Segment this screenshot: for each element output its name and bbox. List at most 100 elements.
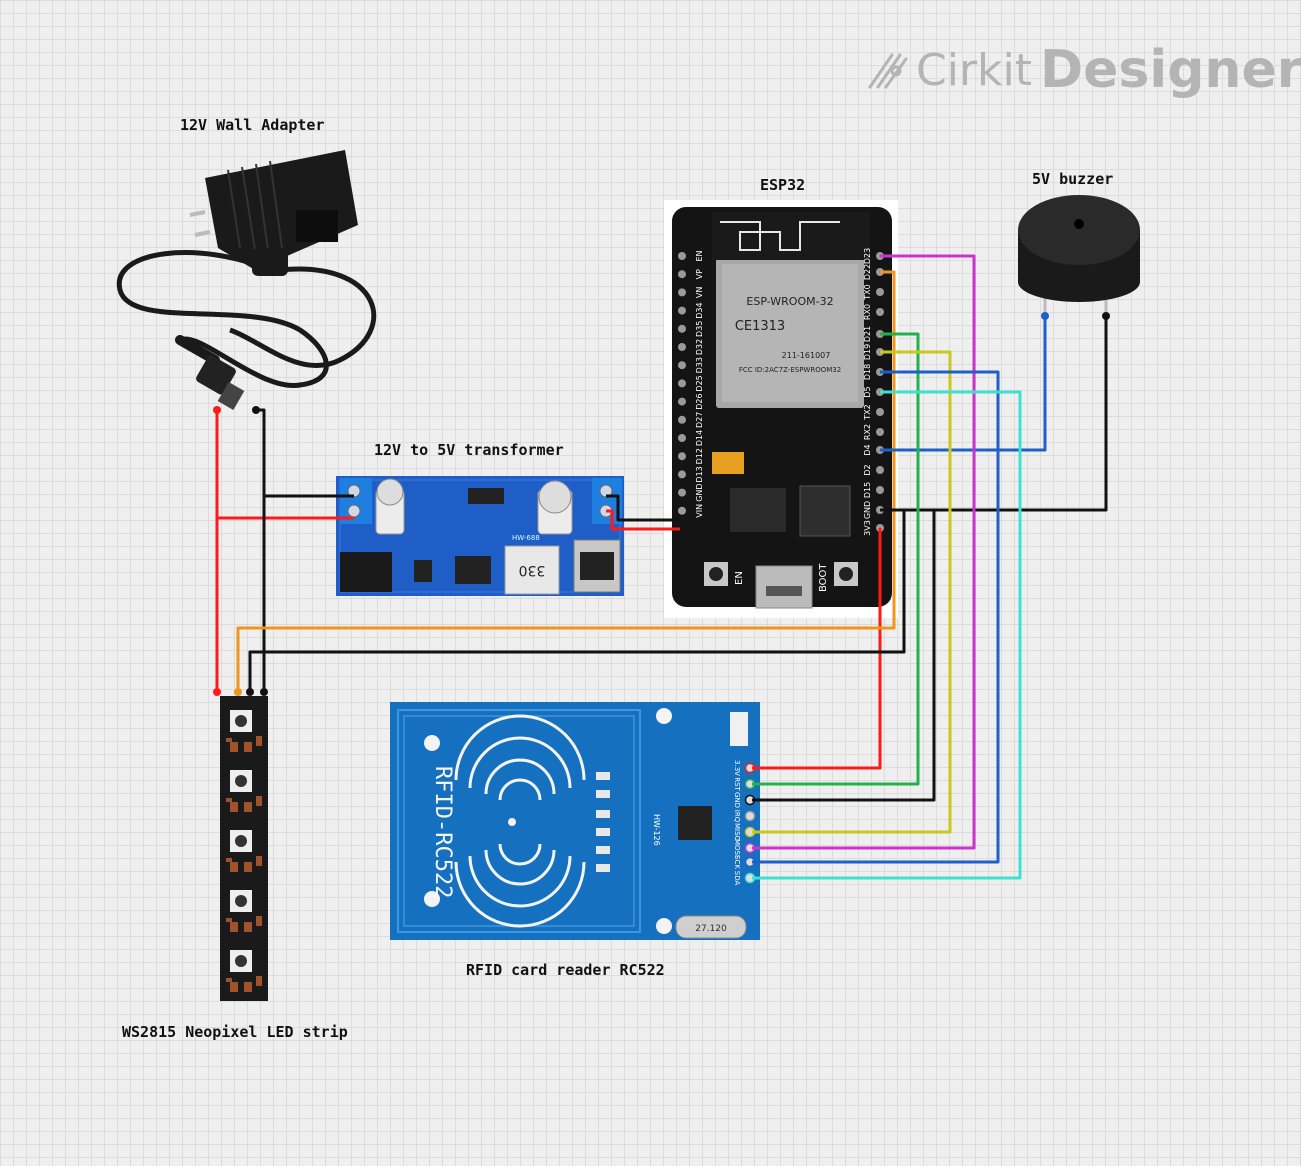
- converter-label: 12V to 5V transformer: [374, 441, 564, 459]
- esp32-pin-label: GND: [863, 501, 872, 519]
- wall-adapter[interactable]: [116, 150, 377, 411]
- esp32-pin-d25[interactable]: [678, 379, 686, 388]
- esp32-pin-label: TX0: [863, 284, 872, 300]
- esp32-pin-label: D25: [695, 375, 704, 391]
- esp32-pin-d12[interactable]: [678, 452, 686, 461]
- rfid-pin-label: GND: [733, 792, 741, 808]
- esp32-pin-d13[interactable]: [678, 470, 686, 479]
- esp32-pin-d14[interactable]: [678, 434, 686, 442]
- buzzer[interactable]: [1018, 195, 1140, 318]
- converter-model-text: HW-688: [512, 534, 540, 542]
- esp32-pin-label: D19: [863, 344, 872, 360]
- wire-3v3-rfid[interactable]: [752, 528, 882, 770]
- rfid-pin-label: 3.3V: [733, 760, 741, 776]
- esp32-pin-label: D18: [863, 364, 872, 380]
- esp32-pin-d32[interactable]: [678, 343, 686, 351]
- esp32-cert-text: 211-161007: [782, 351, 831, 360]
- esp32-pin-label: D34: [695, 302, 704, 318]
- esp32-ce-text: CE1313: [735, 319, 785, 334]
- led-strip-label: WS2815 Neopixel LED strip: [122, 1023, 348, 1041]
- esp32-label: ESP32: [760, 176, 806, 194]
- esp32-pin-rx0[interactable]: [876, 308, 884, 316]
- wires: [215, 254, 1108, 880]
- rfid-pin-irq[interactable]: [744, 810, 756, 822]
- esp32-pin-label: RX2: [863, 424, 872, 440]
- buck-converter[interactable]: 330 HW-688: [336, 476, 624, 596]
- led-strip[interactable]: [220, 696, 268, 1001]
- esp32-pin-label: D35: [695, 321, 704, 337]
- esp32-pin-vn[interactable]: [678, 288, 686, 297]
- esp32-pin-label: D12: [695, 448, 704, 464]
- wire-d23-mosi[interactable]: [752, 254, 976, 850]
- rfid-pin-label: IRQ: [733, 810, 741, 823]
- esp32-pin-label: RX0: [863, 304, 872, 320]
- esp32-pin-label: 3V3: [863, 520, 872, 536]
- esp32-pin-label: GND: [695, 483, 704, 501]
- rfid-pin-label: RST: [733, 777, 741, 791]
- esp32-pin-gnd[interactable]: [678, 488, 686, 497]
- esp32-pin-label: D13: [695, 466, 704, 482]
- wire-5v-out-ground[interactable]: [606, 494, 680, 522]
- esp32-en-button-label: EN: [734, 571, 745, 585]
- esp32-boot-button-label: BOOT: [818, 563, 829, 592]
- wire-endpoints: [213, 312, 1110, 696]
- cirkit-designer-logo: Cirkit Designer: [866, 40, 1301, 100]
- esp32-pin-en[interactable]: [678, 252, 686, 260]
- rfid-label: RFID card reader RC522: [466, 961, 665, 979]
- esp32-pin-label: D5: [863, 386, 872, 397]
- esp32-pin-label: D2: [863, 464, 872, 475]
- wire-d21-rst[interactable]: [752, 332, 920, 786]
- esp32-module-text: ESP-WROOM-32: [746, 295, 833, 308]
- esp32-pin-label: D14: [695, 430, 704, 446]
- wire-d4-buzzer[interactable]: [880, 318, 1047, 452]
- cirkit-logo-icon: [868, 53, 908, 89]
- rfid-board-text: RFID-RC522: [430, 766, 455, 898]
- esp32-pin-label: D4: [863, 444, 872, 455]
- adapter-label: 12V Wall Adapter: [180, 116, 325, 134]
- brand-name: Cirkit: [916, 44, 1032, 96]
- wire-d19-miso[interactable]: [752, 350, 952, 834]
- esp32-pin-tx2[interactable]: [876, 408, 884, 416]
- esp32-pin-label: D33: [695, 357, 704, 373]
- esp32-pin-d27[interactable]: [678, 415, 686, 424]
- esp32-pin-label: D32: [695, 339, 704, 355]
- rfid-crystal-text: 27.120: [695, 924, 727, 934]
- esp32-pin-label: VN: [695, 287, 704, 298]
- esp32-pin-d2[interactable]: [876, 466, 884, 474]
- esp32-pin-label: D15: [863, 482, 872, 498]
- esp32-fcc-text: FCC ID:2AC7Z-ESPWROOM32: [739, 366, 841, 374]
- esp32-pin-label: D23: [863, 248, 872, 264]
- esp32-pin-d35[interactable]: [678, 324, 686, 333]
- rfid-pin-label: SCK: [733, 855, 741, 869]
- rfid-model-text: HW-126: [652, 814, 661, 846]
- esp32-pin-vp[interactable]: [678, 270, 686, 279]
- esp32-pin-d34[interactable]: [678, 306, 686, 315]
- esp32-pin-label: D22: [863, 264, 872, 280]
- esp32-pin-label: EN: [695, 250, 704, 261]
- esp32-pin-label: VP: [695, 269, 704, 279]
- esp32-pin-d26[interactable]: [678, 397, 686, 406]
- wire-d5-sda[interactable]: [752, 390, 1022, 880]
- wire-12v-positive[interactable]: [215, 410, 354, 520]
- esp32-pin-vin[interactable]: [678, 506, 686, 515]
- esp32-pin-rx2[interactable]: [876, 428, 884, 436]
- esp32-pin-label: D21: [863, 326, 872, 342]
- rfid-pin-label: MISO: [733, 823, 741, 842]
- esp32-pin-label: D27: [695, 412, 704, 428]
- wire-d18-sck[interactable]: [752, 370, 1000, 864]
- esp32-pin-d15[interactable]: [876, 486, 884, 494]
- wire-d22-led-data[interactable]: [236, 270, 896, 692]
- esp32-pin-label: VIN: [695, 504, 704, 518]
- esp32-pin-d33[interactable]: [678, 361, 686, 370]
- esp32-pin-tx0[interactable]: [876, 288, 884, 296]
- esp32-board[interactable]: ESP-WROOM-32 CE1313 211-161007 FCC ID:2A…: [664, 200, 898, 618]
- buzzer-label: 5V buzzer: [1032, 170, 1114, 188]
- esp32-pin-label: TX2: [863, 404, 872, 420]
- wire-5v-out-positive[interactable]: [606, 509, 680, 531]
- wire-gnd-buzzer[interactable]: [934, 318, 1108, 512]
- wire-gnd-rfid[interactable]: [752, 508, 936, 802]
- svg-text:330: 330: [519, 562, 546, 578]
- rfid-pin-label: SDA: [733, 871, 741, 886]
